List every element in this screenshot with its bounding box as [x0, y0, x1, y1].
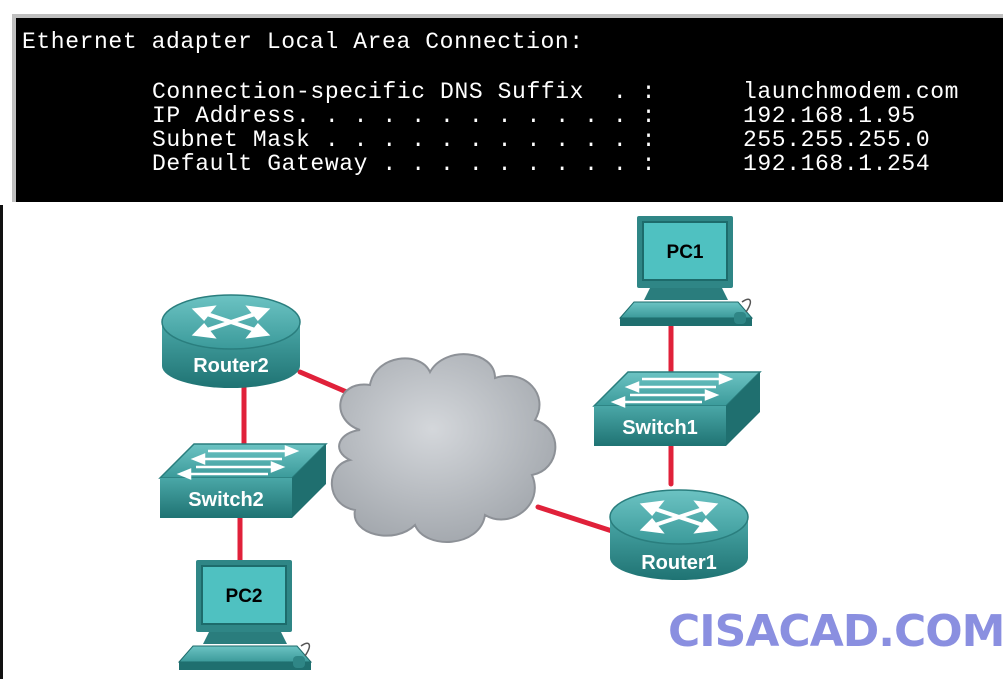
subnet-mask-label: Subnet Mask . . . . . . . . . . . : [152, 127, 657, 153]
switch1: Switch1 [592, 371, 762, 446]
watermark: CISACAD.COM [668, 606, 1003, 657]
pc1: PC1 [618, 216, 754, 326]
mouse-icon [293, 656, 305, 668]
left-border-line [0, 205, 3, 679]
router2: Router2 [161, 294, 301, 388]
wan-cloud [330, 353, 557, 543]
switch2-label: Switch2 [188, 489, 264, 511]
mouse-icon [734, 312, 746, 324]
default-gateway-label: Default Gateway . . . . . . . . . : [152, 151, 657, 177]
switch2: Switch2 [158, 443, 328, 518]
switch-arrows-icon [176, 445, 300, 480]
pc2: PC2 [177, 560, 313, 670]
pc2-label: PC2 [226, 586, 263, 607]
router1: Router1 [609, 489, 749, 580]
network-topology: Router2 Router1 [158, 216, 762, 670]
switch-arrows-icon [610, 373, 734, 408]
router-arrows-icon [639, 500, 719, 534]
dns-suffix-value: launchmodem.com [743, 79, 960, 105]
router-arrows-icon [191, 305, 271, 339]
switch1-label: Switch1 [622, 417, 698, 439]
adapter-header: Ethernet adapter Local Area Connection: [22, 29, 584, 55]
ip-address-value: 192.168.1.95 [743, 103, 916, 129]
dns-suffix-label: Connection-specific DNS Suffix . : [152, 79, 657, 105]
pc1-label: PC1 [667, 242, 704, 263]
link-cloud-router1 [535, 504, 615, 534]
subnet-mask-value: 255.255.255.0 [743, 127, 931, 153]
default-gateway-value: 192.168.1.254 [743, 151, 931, 177]
router2-label: Router2 [193, 355, 269, 377]
ip-address-label: IP Address. . . . . . . . . . . . : [152, 103, 657, 129]
router1-label: Router1 [641, 552, 717, 574]
command-prompt-output: Ethernet adapter Local Area Connection: … [12, 14, 1003, 202]
